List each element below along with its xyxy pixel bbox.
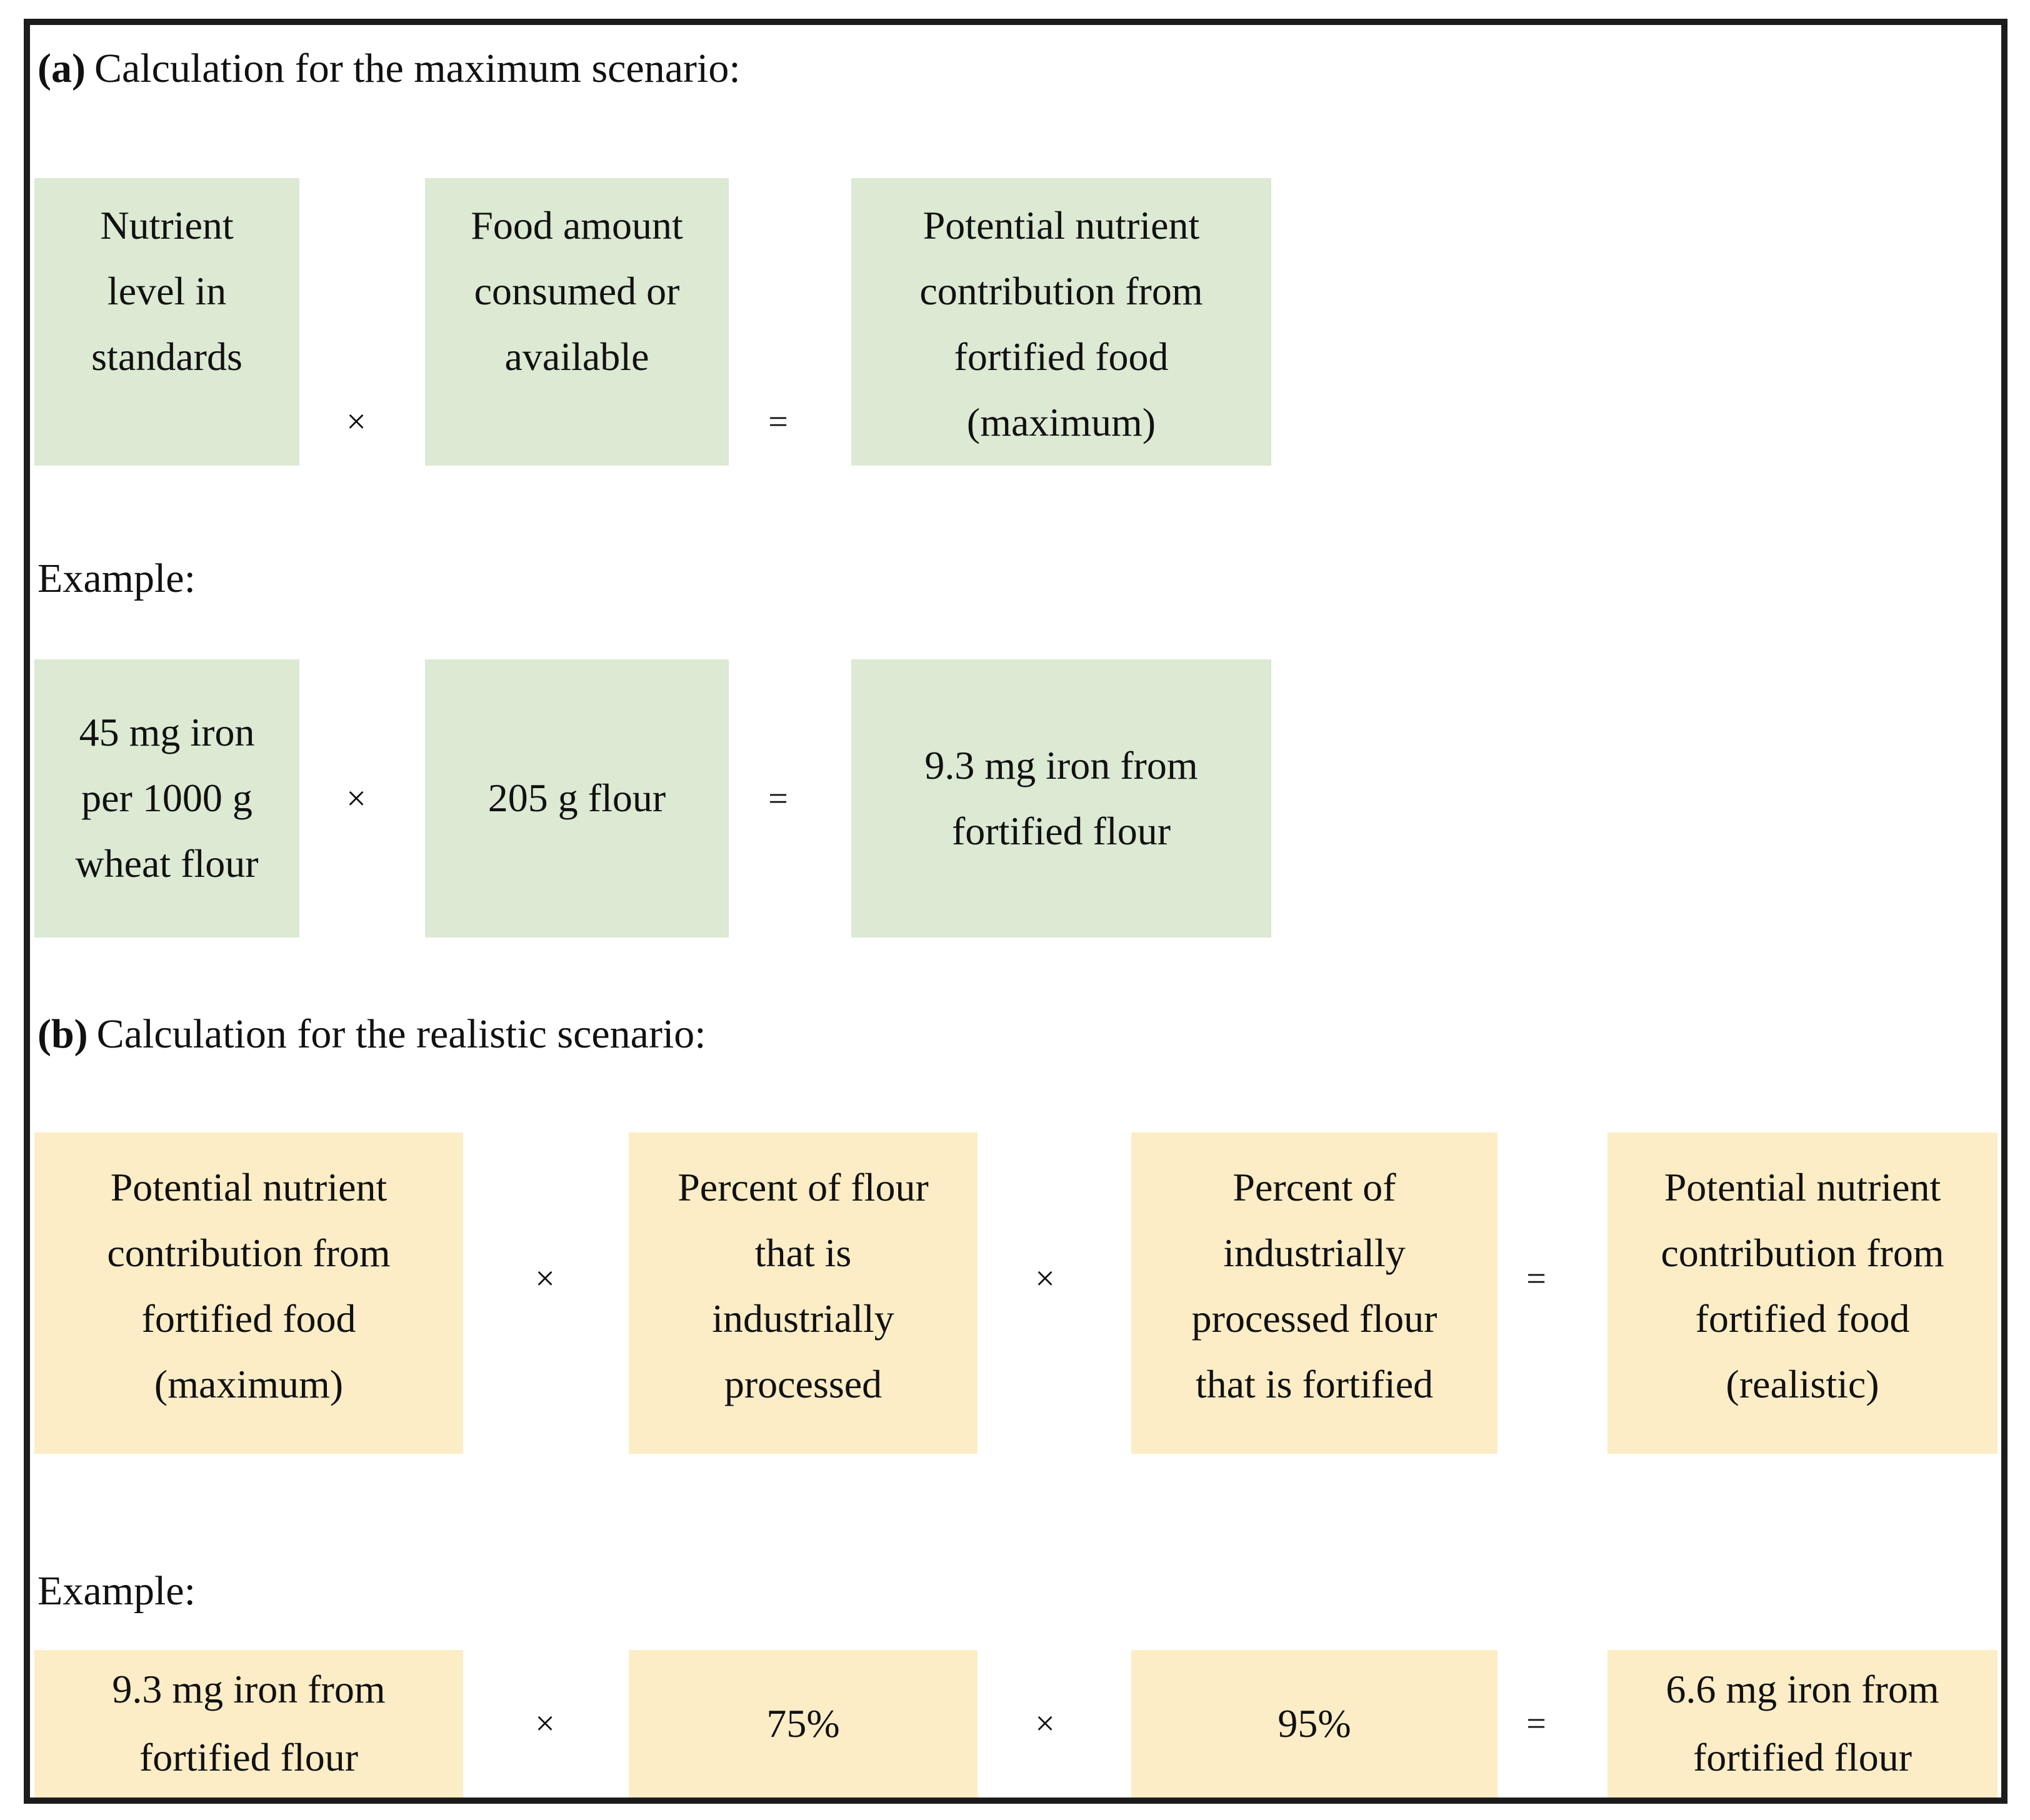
a-example-result-box: 9.3 mg iron from fortified flour: [851, 659, 1271, 938]
b-example-term3-box: 95%: [1131, 1650, 1498, 1798]
a-formula-term1-box: Nutrient level in standards: [34, 178, 299, 466]
equals-operator: =: [768, 402, 788, 441]
a-formula-result-box: Potential nutrient contribution from for…: [851, 178, 1271, 466]
multiply-operator: ×: [535, 1704, 555, 1743]
section-a-label: (a): [38, 46, 86, 91]
multiply-operator: ×: [1035, 1259, 1055, 1298]
a-example-label: Example:: [38, 556, 196, 601]
a-example-term1-box: 45 mg iron per 1000 g wheat flour: [34, 659, 299, 938]
b-example-result-box: 6.6 mg iron from fortified flour: [1608, 1650, 1998, 1798]
section-b-heading: (b)Calculation for the realistic scenari…: [38, 1009, 706, 1059]
section-a-heading: (a)Calculation for the maximum scenario:: [38, 44, 741, 93]
b-example-term1-box: 9.3 mg iron from fortified flour: [34, 1650, 463, 1798]
multiply-operator: ×: [346, 402, 366, 441]
b-formula-term1-box: Potential nutrient contribution from for…: [34, 1132, 463, 1454]
b-formula-result-box: Potential nutrient contribution from for…: [1608, 1132, 1998, 1454]
multiply-operator: ×: [1035, 1704, 1055, 1743]
equals-operator: =: [1526, 1704, 1546, 1743]
b-example-label: Example:: [38, 1568, 196, 1614]
section-b-label: (b): [38, 1011, 88, 1057]
multiply-operator: ×: [346, 779, 366, 818]
multiply-operator: ×: [535, 1259, 555, 1298]
a-example-term2-box: 205 g flour: [425, 659, 729, 938]
equals-operator: =: [1526, 1259, 1546, 1298]
b-formula-term2-box: Percent of flour that is industrially pr…: [629, 1132, 978, 1454]
b-example-term2-box: 75%: [629, 1650, 978, 1798]
b-formula-term3-box: Percent of industrially processed flour …: [1131, 1132, 1498, 1454]
figure-border: [24, 19, 2008, 1804]
a-formula-term2-box: Food amount consumed or available: [425, 178, 729, 466]
section-a-title: Calculation for the maximum scenario:: [94, 46, 741, 91]
equals-operator: =: [768, 779, 788, 818]
section-b-title: Calculation for the realistic scenario:: [96, 1011, 706, 1057]
